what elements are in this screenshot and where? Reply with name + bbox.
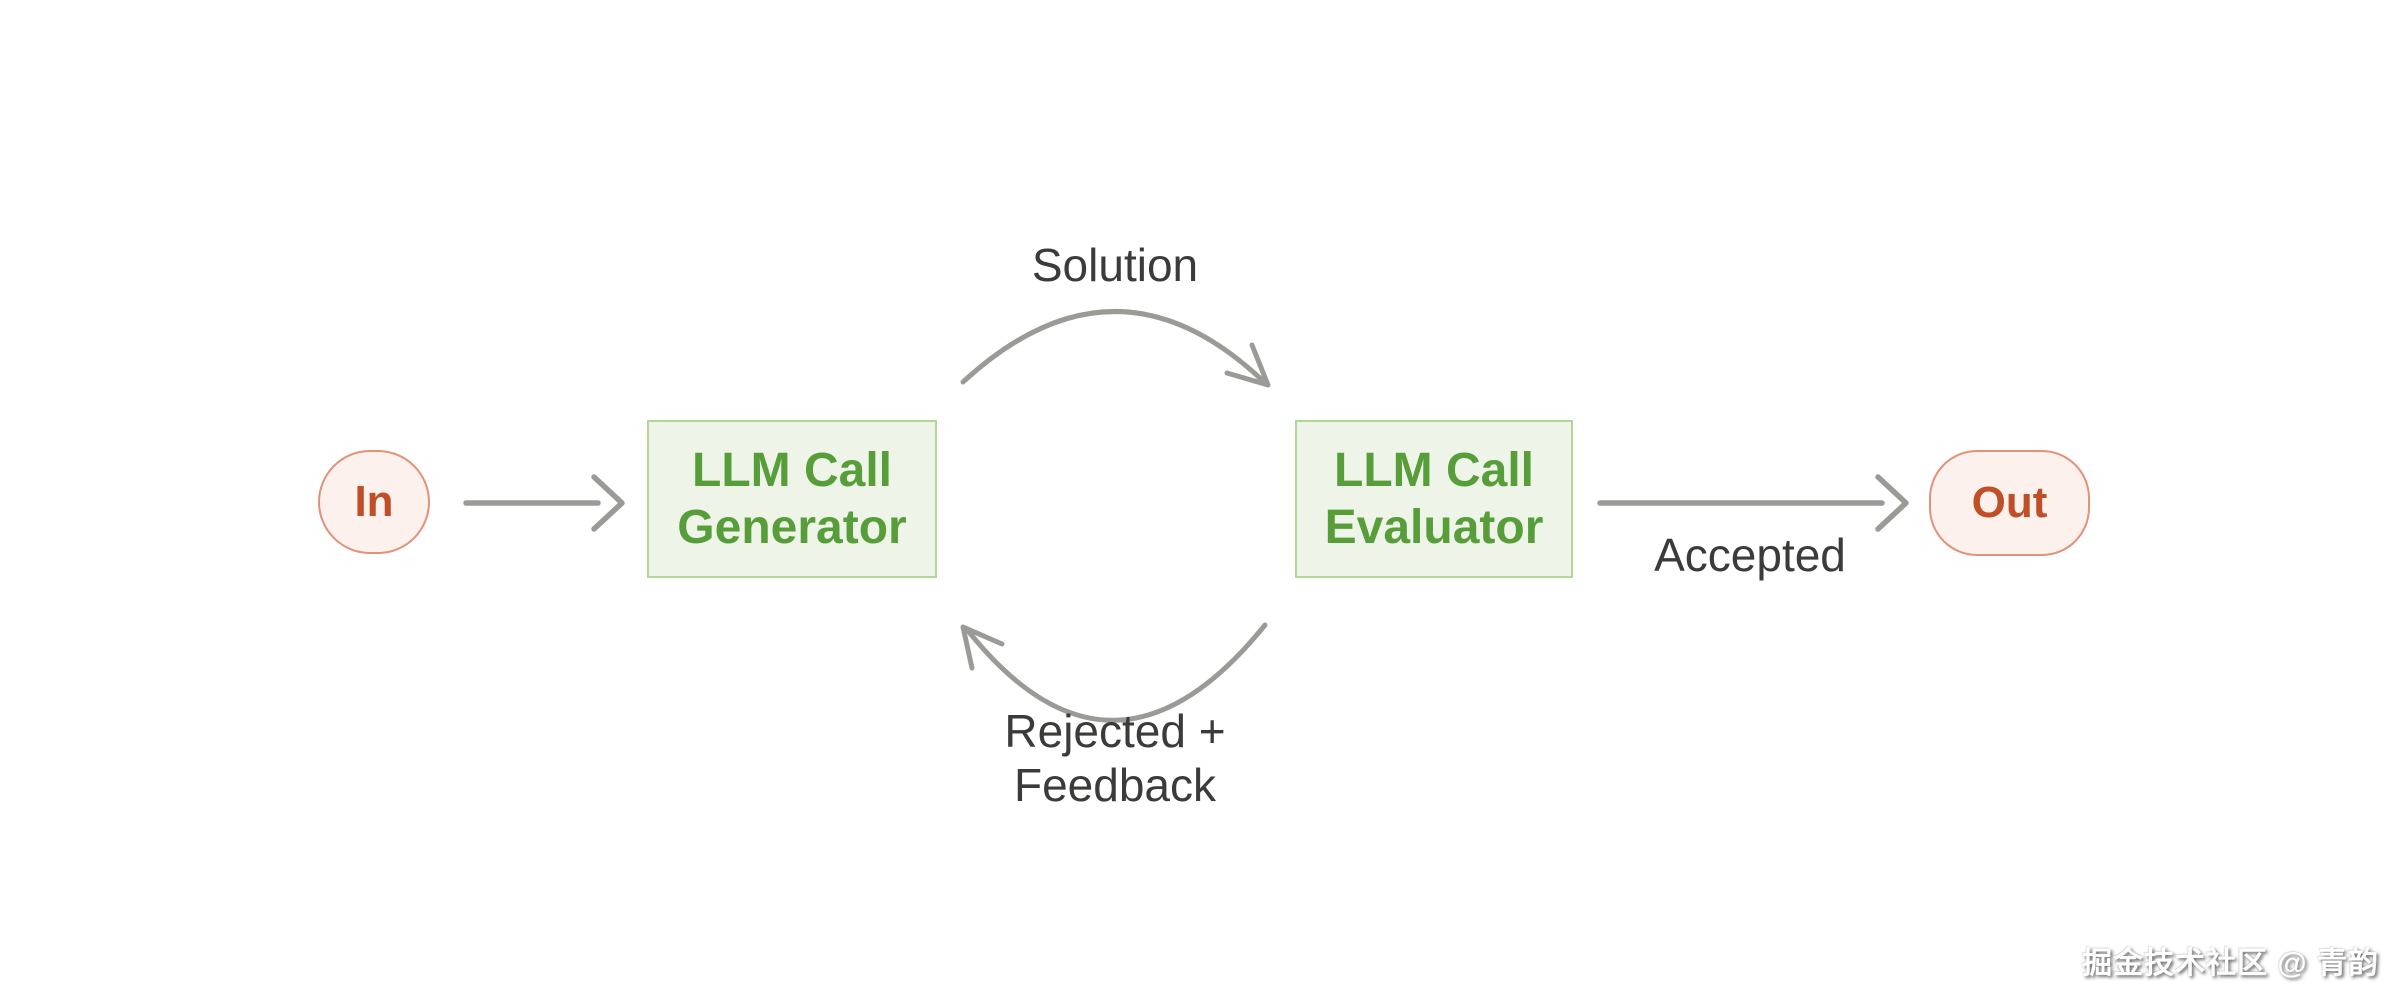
rejected-edge-label-line2: Feedback [1013, 759, 1216, 811]
rejected-edge-label: Rejected + Feedback [915, 704, 1315, 812]
evaluator-node-label-line2: Evaluator [1324, 501, 1544, 554]
rejected-edge-label-line1: Rejected + [1004, 705, 1226, 757]
arrowhead-in-to-generator [591, 474, 625, 532]
output-node-label: Out [1971, 478, 2048, 527]
arrow-rejected-curve [966, 622, 1268, 723]
arrowhead-solution [1224, 342, 1271, 388]
output-node: Out [1929, 450, 2090, 556]
evaluator-node: LLM Call Evaluator [1295, 420, 1573, 578]
arrow-solution-curve [960, 309, 1265, 385]
generator-node-label-line2: Generator [677, 501, 907, 554]
arrowhead-evaluator-to-out [1875, 474, 1909, 532]
generator-node-label-line1: LLM Call [692, 444, 892, 497]
generator-node: LLM Call Generator [647, 420, 937, 578]
watermark-text: 掘金技术社区 @ 青韵 [2082, 947, 2379, 980]
solution-edge-label: Solution [1031, 239, 1199, 291]
input-node-label: In [354, 477, 394, 526]
input-node: In [318, 450, 430, 554]
accepted-edge-label: Accepted [1654, 529, 1846, 581]
arrowhead-rejected [960, 624, 1005, 671]
evaluator-node-label-line1: LLM Call [1334, 444, 1534, 497]
